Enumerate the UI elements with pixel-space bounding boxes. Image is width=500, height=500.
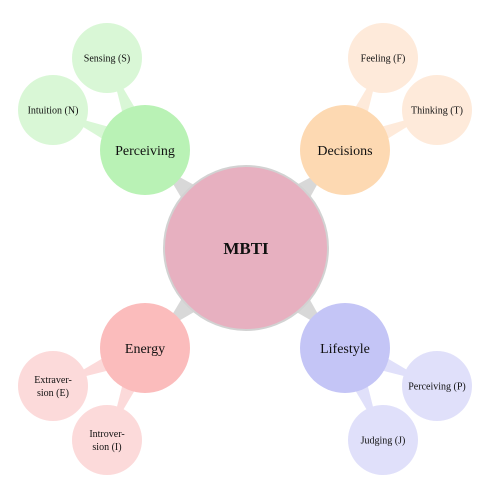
branch-node-energy	[100, 303, 190, 393]
branch-label-decisions: Decisions	[317, 144, 372, 159]
leaf-node-thinking-t	[402, 75, 472, 145]
connector-mbti-decisions	[294, 176, 319, 201]
leaf-label-feeling-f-line: Feeling (F)	[361, 54, 406, 65]
leaf-node-sensing-s	[72, 23, 142, 93]
connector-mbti-energy	[171, 295, 198, 322]
branch-node-perceiving	[100, 105, 190, 195]
nodes: MBTI Perceiving Sensing (S) Intuition (N) De…	[18, 23, 472, 475]
branch-label-lifestyle: Lifestyle	[320, 342, 370, 357]
leaf-label-intuition-n: Intuition (N)	[28, 106, 79, 117]
leaf-label-thinking-t: Thinking (T)	[411, 106, 463, 117]
leaf-node-judging-j	[348, 405, 418, 475]
leaf-node-perceiving-p	[402, 351, 472, 421]
leaf-label-sensing-s-line: Sensing (S)	[84, 54, 130, 65]
center-label: MBTI	[223, 239, 269, 258]
branch-node-decisions	[300, 105, 390, 195]
connectors	[171, 175, 319, 322]
branch-node-lifestyle	[300, 303, 390, 393]
leaf-label-extraver-sion-e-line: Extraver-	[34, 375, 72, 386]
leaf-node-introver-sion-i	[72, 405, 142, 475]
leaf-label-feeling-f: Feeling (F)	[361, 54, 406, 65]
leaf-node-intuition-n	[18, 75, 88, 145]
leaf-label-thinking-t-line: Thinking (T)	[411, 106, 463, 117]
leaf-label-extraver-sion-e-line: sion (E)	[37, 388, 69, 399]
leaf-label-introver-sion-i: Introver-sion (I)	[89, 429, 124, 453]
leaf-label-perceiving-p: Perceiving (P)	[408, 382, 466, 393]
leaf-label-perceiving-p-line: Perceiving (P)	[408, 382, 466, 393]
leaf-label-extraver-sion-e: Extraver-sion (E)	[34, 375, 72, 399]
branch-label-perceiving: Perceiving	[115, 144, 175, 159]
leaf-label-introver-sion-i-line: sion (I)	[92, 442, 121, 453]
center-node-mbti	[163, 165, 329, 331]
leaf-label-intuition-n-line: Intuition (N)	[28, 106, 79, 117]
leaf-label-judging-j: Judging (J)	[361, 436, 406, 447]
branch-label-energy: Energy	[125, 342, 165, 357]
leaf-node-extraver-sion-e	[18, 351, 88, 421]
leaf-label-sensing-s: Sensing (S)	[84, 54, 130, 65]
leaf-label-judging-j-line: Judging (J)	[361, 436, 406, 447]
connector-mbti-lifestyle	[293, 296, 319, 322]
leaf-label-introver-sion-i-line: Introver-	[89, 429, 124, 440]
connector-mbti-perceiving	[171, 175, 197, 201]
leaf-node-feeling-f	[348, 23, 418, 93]
